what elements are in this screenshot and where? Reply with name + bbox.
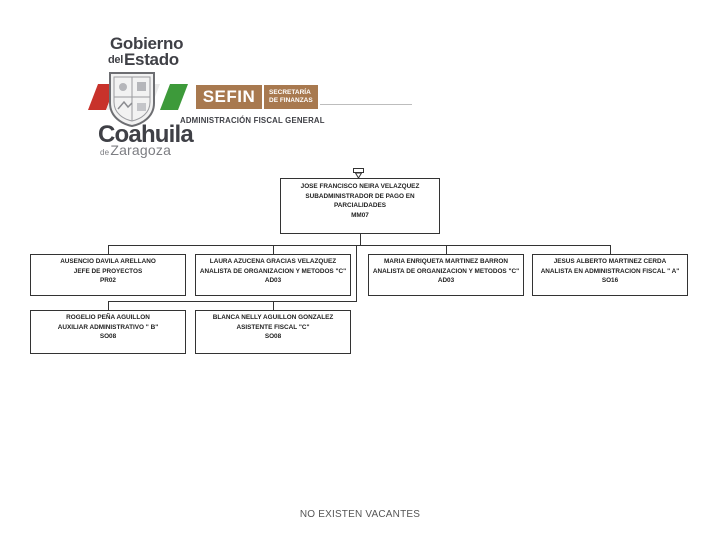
secretaria-finanzas-logo: SECRETARÍA DE FINANZAS (264, 85, 318, 109)
connector-drop-4 (610, 245, 611, 254)
connector-drop-3 (446, 245, 447, 254)
org-node-jesus-martinez[interactable]: JESUS ALBERTO MARTINEZ CERDA ANALISTA EN… (532, 254, 688, 296)
org-node-name: JESUS ALBERTO MARTINEZ CERDA (553, 258, 667, 265)
secretaria-line1: SECRETARÍA (269, 89, 311, 96)
admin-fiscal-general-text: ADMINISTRACIÓN FISCAL GENERAL (180, 116, 325, 125)
org-node-name: AUSENCIO DAVILA ARELLANO (60, 258, 156, 265)
org-node-code: SO08 (264, 333, 282, 340)
connector-root-down (360, 234, 361, 245)
org-node-blanca-aguillon[interactable]: BLANCA NELLY AGUILLON GONZALEZ ASISTENTE… (195, 310, 351, 354)
org-node-code: SO16 (601, 277, 619, 284)
connector-drop-6 (273, 301, 274, 310)
org-node-title: ANALISTA DE ORGANIZACION Y METODOS "C" (372, 267, 520, 275)
del-text: del (108, 54, 123, 66)
org-node-title: AUXILIAR ADMINISTRATIVO " B" (57, 323, 159, 331)
estado-text: Estado (124, 50, 179, 69)
connector-drop-1 (108, 245, 109, 254)
connector-side-down (356, 245, 357, 301)
org-node-code: AD03 (264, 277, 282, 284)
org-node-name: MARIA ENRIQUETA MARTINEZ BARRON (383, 258, 509, 265)
org-node-code: PR02 (100, 277, 116, 284)
connector-drop-5 (108, 301, 109, 310)
gobierno-text: Gobierno (110, 34, 184, 53)
org-node-root[interactable]: JOSE FRANCISCO NEIRA VELAZQUEZ SUBADMINI… (280, 178, 440, 234)
sefin-logo: SEFIN (196, 85, 262, 109)
connector-drop-2 (273, 245, 274, 254)
zaragoza-text: Zaragoza (110, 142, 172, 158)
org-node-name: LAURA AZUCENA GRACIAS VELAZQUEZ (209, 258, 337, 265)
connector-row1-bus (108, 245, 611, 246)
org-node-code: SO08 (99, 333, 117, 340)
org-node-ausencio-davila[interactable]: AUSENCIO DAVILA ARELLANO JEFE DE PROYECT… (30, 254, 186, 296)
org-node-maria-martinez[interactable]: MARIA ENRIQUETA MARTINEZ BARRON ANALISTA… (368, 254, 524, 296)
org-node-title: JEFE DE PROYECTOS (73, 267, 143, 275)
header-divider (320, 104, 412, 105)
org-node-title: ANALISTA DE ORGANIZACION Y METODOS "C" (199, 267, 347, 275)
org-node-title: SUBADMINISTRADOR DE PAGO EN (305, 192, 415, 200)
org-node-laura-gracias[interactable]: LAURA AZUCENA GRACIAS VELAZQUEZ ANALISTA… (195, 254, 351, 296)
secretaria-line2: DE FINANZAS (269, 97, 313, 104)
org-node-title-cont: PARCIALIDADES (333, 202, 387, 209)
state-shield-icon (109, 72, 155, 127)
org-node-name: BLANCA NELLY AGUILLON GONZALEZ (212, 314, 334, 321)
org-node-title: ANALISTA EN ADMINISTRACION FISCAL " A" (540, 267, 680, 275)
manager-marker-icon (353, 168, 364, 179)
org-node-code: AD03 (437, 277, 455, 284)
org-node-code: MM07 (351, 211, 369, 219)
org-node-name: JOSE FRANCISCO NEIRA VELAZQUEZ (300, 183, 420, 190)
connector-row2-bus (108, 301, 357, 302)
del-estado-text: delEstado (108, 50, 179, 70)
coahuila-text: Coahuila (98, 121, 194, 148)
org-node-rogelio-pena[interactable]: ROGELIO PEÑA AGUILLON AUXILIAR ADMINISTR… (30, 310, 186, 354)
no-vacancies-note: NO EXISTEN VACANTES (299, 509, 421, 520)
de-text: de (100, 148, 110, 157)
de-zaragoza-text: deZaragoza (100, 142, 171, 158)
org-node-title: ASISTENTE FISCAL "C" (236, 323, 310, 331)
org-node-name: ROGELIO PEÑA AGUILLON (66, 314, 150, 321)
